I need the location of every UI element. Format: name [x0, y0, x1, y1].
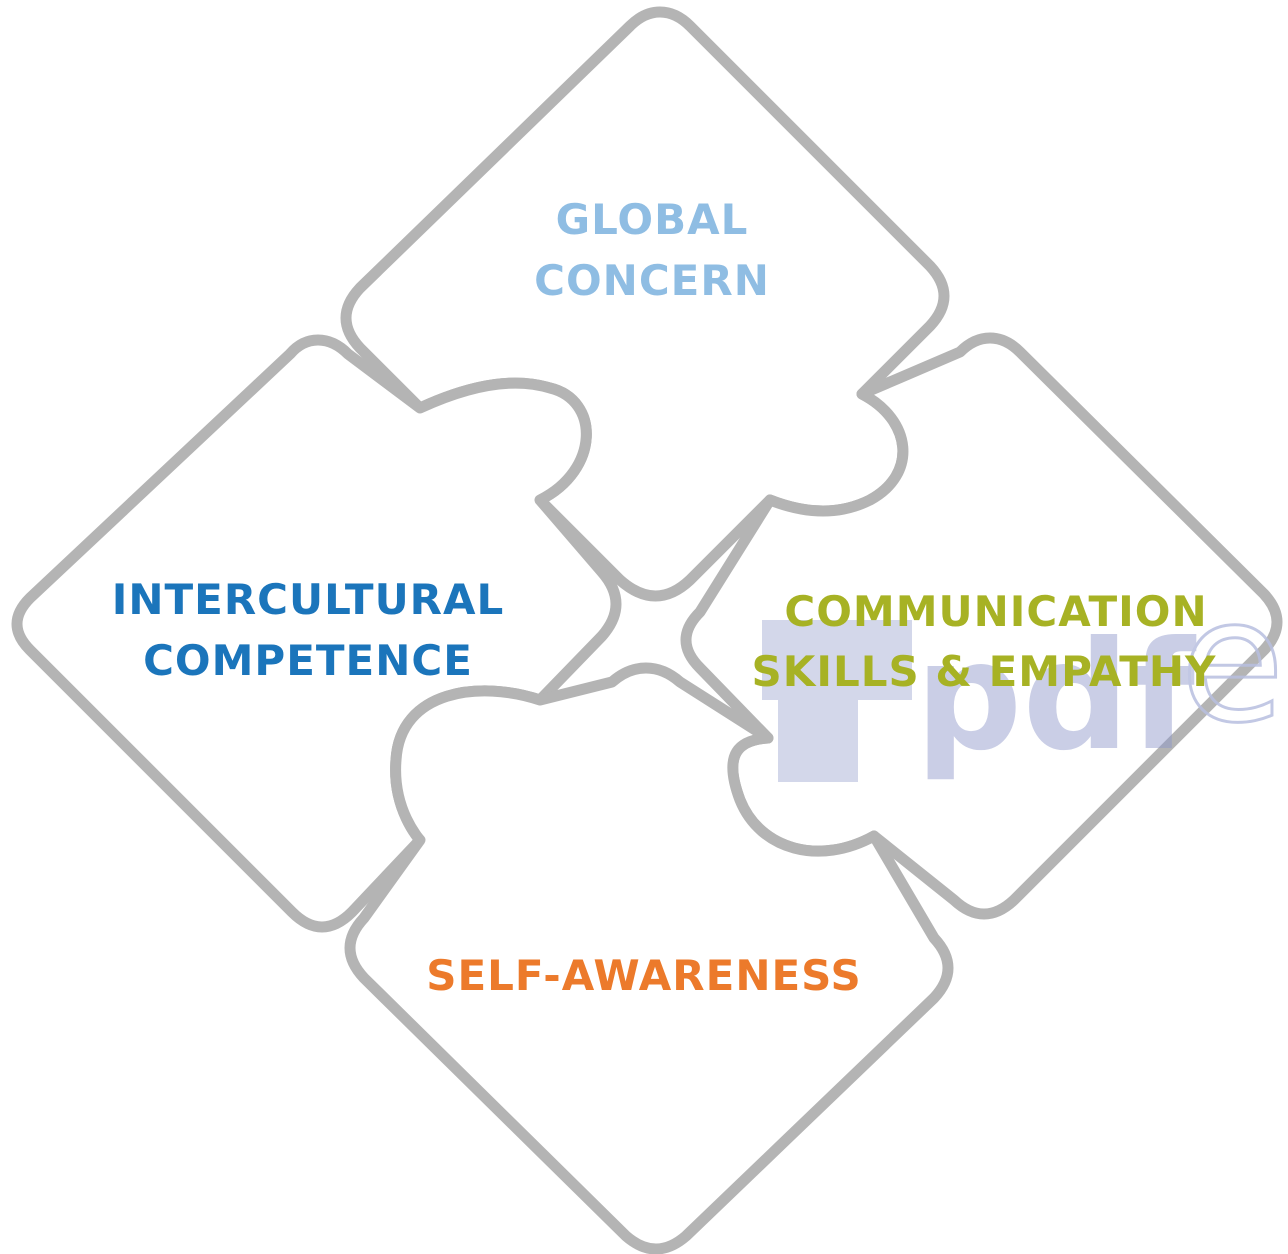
watermark-logo-stem: [778, 700, 858, 782]
label-line: INTERCULTURAL: [112, 575, 505, 624]
label-line: SELF-AWARENESS: [426, 951, 862, 1000]
label-line: COMPETENCE: [143, 636, 473, 685]
label-line: GLOBAL: [556, 195, 749, 244]
label-self-awareness: SELF-AWARENESS: [426, 951, 862, 1000]
label-line: COMMUNICATION: [784, 587, 1207, 636]
watermark-logo-block: [762, 620, 912, 700]
watermark-suffix: e: [1180, 563, 1285, 761]
label-line: SKILLS & EMPATHY: [752, 647, 1217, 696]
label-communication-skills-empathy: COMMUNICATION SKILLS & EMPATHY: [752, 587, 1217, 696]
label-line: CONCERN: [534, 256, 770, 305]
label-intercultural-competence: INTERCULTURAL COMPETENCE: [112, 575, 505, 685]
piece-self-awareness: [344, 662, 954, 1254]
label-global-concern: GLOBAL CONCERN: [534, 195, 770, 305]
piece-global-concern: [340, 6, 950, 602]
watermark: pdf e: [762, 562, 1286, 784]
watermark-text: pdf: [915, 610, 1197, 784]
